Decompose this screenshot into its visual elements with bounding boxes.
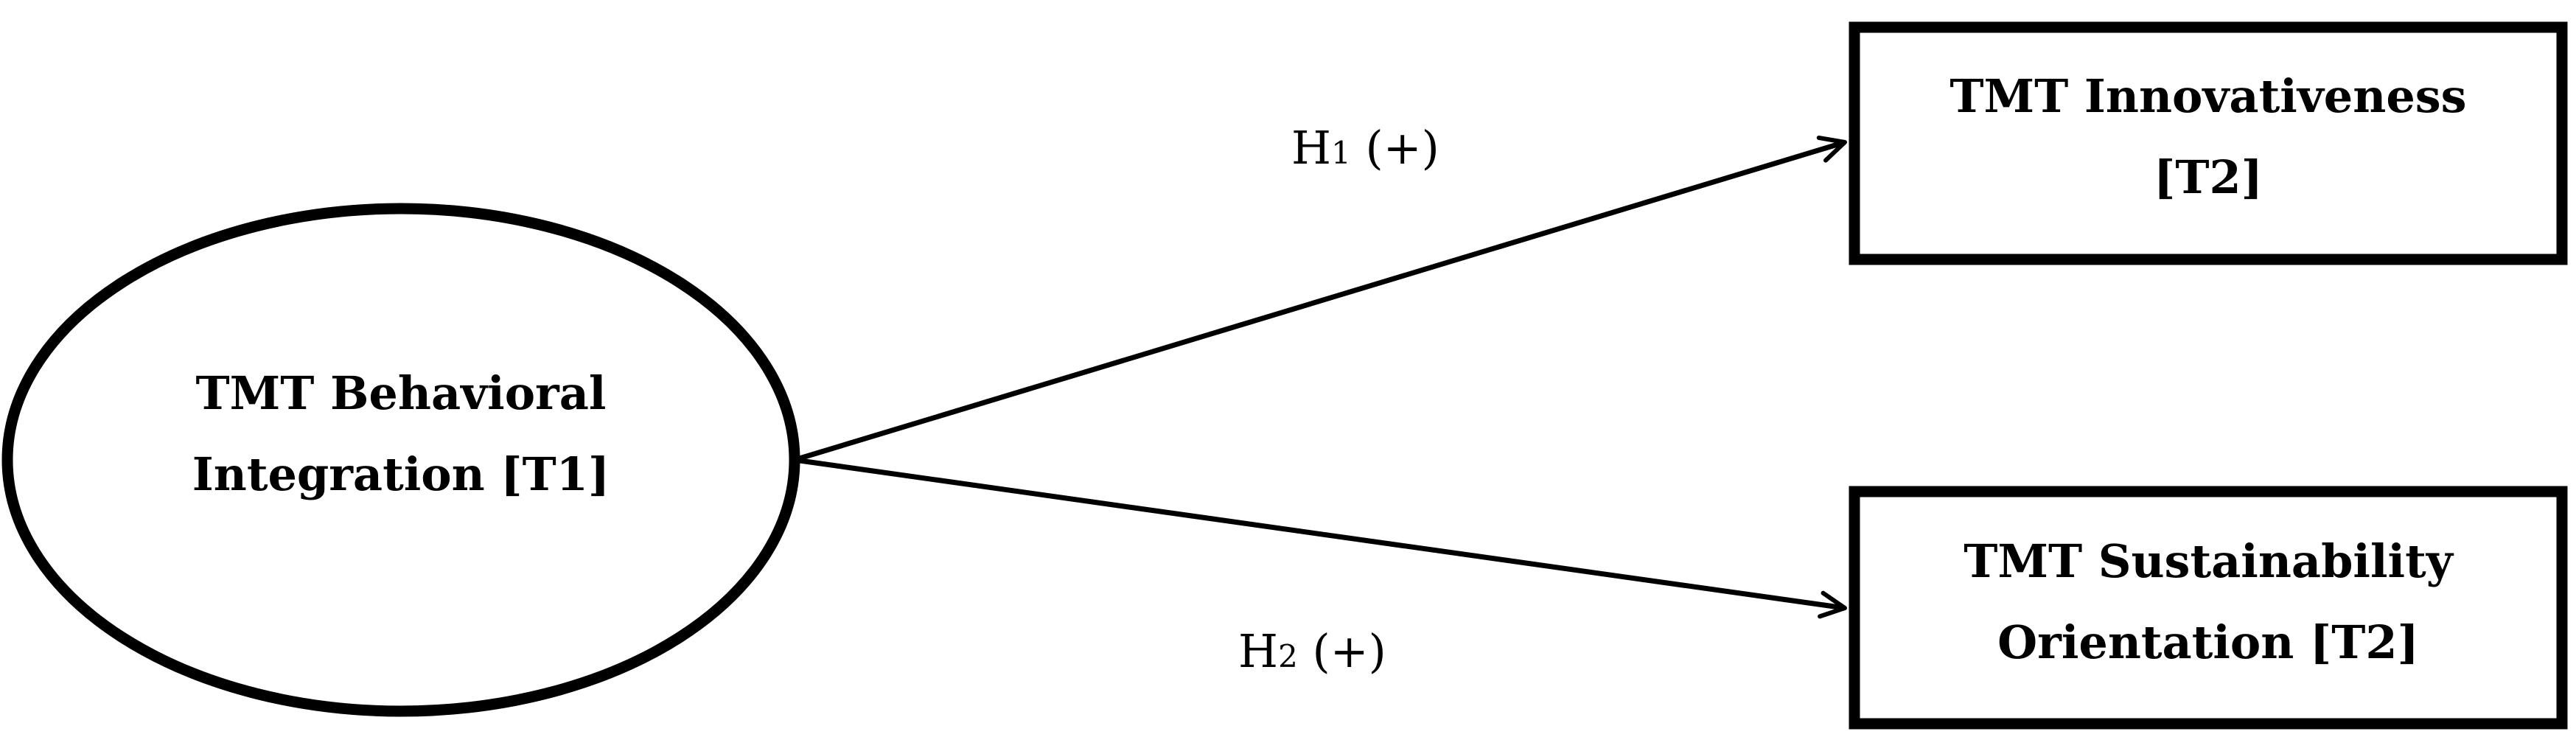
node-behavioral-integration-line-1: TMT Behavioral	[196, 366, 607, 420]
edge-h1-label-sub: 1	[1331, 135, 1351, 171]
edge-h1-label: H1 (+)	[1291, 121, 1439, 175]
node-innovativeness-line-2: [T2]	[2154, 150, 2263, 204]
node-sustainability-orientation-line-1: TMT Sustainability	[1964, 534, 2454, 588]
node-innovativeness-shape	[1849, 21, 2568, 265]
edge-h2-label: H2 (+)	[1238, 624, 1386, 678]
node-innovativeness: TMT Innovativeness [T2]	[1849, 21, 2568, 265]
node-sustainability-orientation-shape	[1849, 486, 2568, 730]
node-innovativeness-line-1: TMT Innovativeness	[1950, 69, 2466, 123]
node-sustainability-orientation-line-2: Orientation [T2]	[1997, 615, 2419, 669]
edge-h1-arrow	[793, 135, 1847, 463]
edge-h2-arrow	[794, 457, 1847, 619]
edge-h1-label-sign: (+)	[1351, 121, 1439, 175]
edge-h2-label-sub: 2	[1278, 638, 1298, 674]
node-sustainability-orientation: TMT Sustainability Orientation [T2]	[1849, 486, 2568, 730]
edge-h2-label-sign: (+)	[1298, 624, 1386, 678]
node-behavioral-integration: TMT Behavioral Integration [T1]	[1, 203, 800, 717]
node-behavioral-integration-line-2: Integration [T1]	[192, 447, 610, 501]
edge-h2-label-main: H	[1238, 624, 1278, 678]
node-behavioral-integration-shape	[1, 203, 800, 717]
edge-h1-label-main: H	[1291, 121, 1331, 175]
